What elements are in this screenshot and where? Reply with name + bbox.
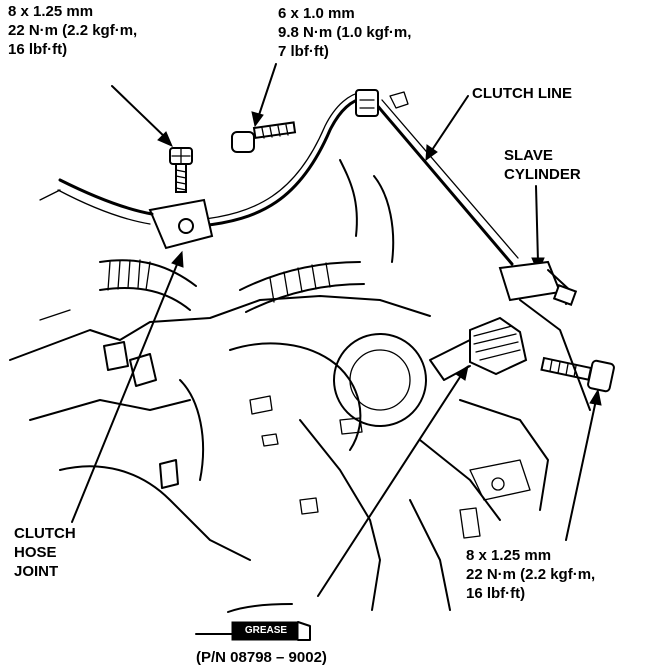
clutch-hose-joint-part xyxy=(57,178,214,250)
bolt-spec-top-center: 6 x 1.0 mm 9.8 N·m (1.0 kgf·m, 7 lbf·ft) xyxy=(278,5,412,60)
clutch-line-label: CLUTCH LINE xyxy=(472,85,572,102)
grease-part-number: (P/N 08798 – 9002) xyxy=(196,649,327,666)
bolt-spec-bottom-right: 8 x 1.25 mm 22 N·m (2.2 kgf·m, 16 lbf·ft… xyxy=(466,547,596,602)
slave-cylinder-part xyxy=(429,260,578,381)
leader-slave-cylinder xyxy=(535,185,539,263)
clutch-line-pipe xyxy=(195,89,519,266)
grease-tube-text: GREASE xyxy=(244,625,288,636)
leader-bolt-bottom-right xyxy=(565,399,597,541)
leader-grease xyxy=(317,373,463,597)
hoses xyxy=(99,259,365,313)
bolt-8x125-bottom-right xyxy=(540,356,615,393)
bolt-6x10-top-center xyxy=(231,121,297,153)
bolt-8x125-top-left xyxy=(169,147,193,193)
leader-clutch-line xyxy=(431,95,469,151)
bolt-spec-top-left: 8 x 1.25 mm 22 N·m (2.2 kgf·m, 16 lbf·ft… xyxy=(8,3,138,58)
grease-tube-icon xyxy=(195,603,311,641)
leader-bolt-top-left xyxy=(111,85,169,141)
engine-block xyxy=(9,91,591,611)
leader-lines xyxy=(71,63,602,597)
leader-bolt-top-center xyxy=(257,63,277,119)
slave-cylinder-label: SLAVE CYLINDER xyxy=(504,147,581,183)
leader-clutch-hose-joint xyxy=(71,261,179,523)
clutch-hose-joint-label: CLUTCH HOSE JOINT xyxy=(14,525,76,580)
